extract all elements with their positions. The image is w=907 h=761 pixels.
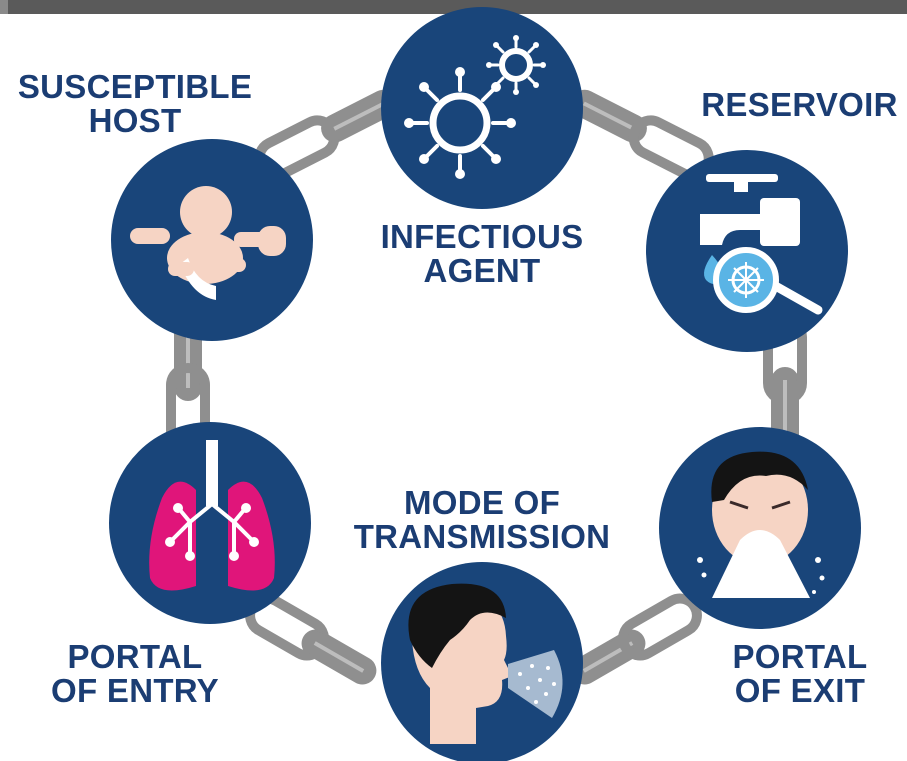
label-line: PORTAL <box>732 638 868 675</box>
label-line: AGENT <box>423 252 541 289</box>
sneezing-person-icon <box>697 451 825 598</box>
label-line: HOST <box>88 102 182 139</box>
label-line: PORTAL <box>67 638 203 675</box>
label-line: OF ENTRY <box>50 672 219 709</box>
label-reservoir: RESERVOIR <box>692 88 907 122</box>
label-line: TRANSMISSION <box>353 518 611 555</box>
label-line: MODE OF <box>403 484 561 521</box>
top-border <box>0 0 907 14</box>
label-portal-of-entry: PORTAL OF ENTRY <box>30 640 240 708</box>
baby-icon <box>130 186 286 300</box>
label-susceptible-host: SUSCEPTIBLE HOST <box>10 70 260 138</box>
chain-link-exit-transmission <box>564 592 703 691</box>
lungs-icon <box>149 440 275 591</box>
faucet-magnifier-icon <box>700 174 823 315</box>
label-line: OF EXIT <box>734 672 866 709</box>
label-portal-of-exit: PORTAL OF EXIT <box>700 640 900 708</box>
label-line: INFECTIOUS <box>380 218 584 255</box>
virus-icon <box>404 35 546 179</box>
top-left-corner <box>0 0 8 14</box>
label-line: RESERVOIR <box>701 86 898 123</box>
coughing-person-icon <box>408 583 563 744</box>
label-mode-of-transmission: MODE OF TRANSMISSION <box>332 486 632 554</box>
label-infectious-agent: INFECTIOUS AGENT <box>352 220 612 288</box>
label-line: SUSCEPTIBLE <box>17 68 253 105</box>
